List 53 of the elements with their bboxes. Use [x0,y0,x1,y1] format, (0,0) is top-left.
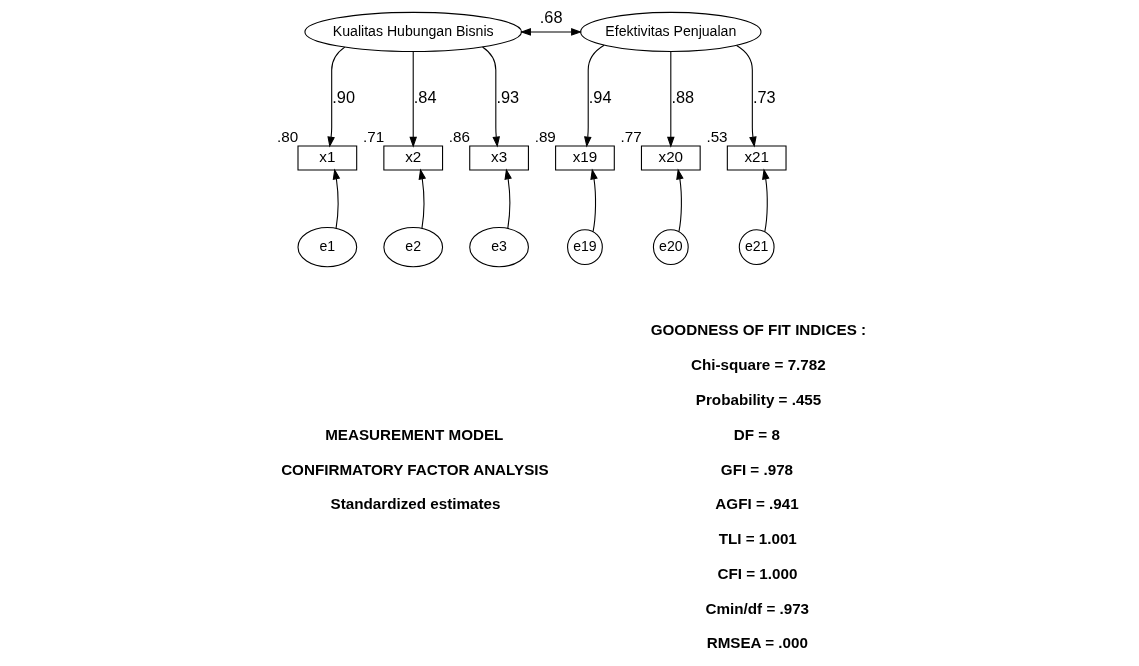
arrow [675,168,684,233]
label: GOODNESS OF FIT INDICES : [650,321,866,339]
arrow [503,168,512,229]
arrow [519,28,582,36]
node-circle: e20 [652,229,689,266]
label: CFI = 1.000 [717,564,797,582]
arrow [418,168,426,229]
edge-label: .88 [670,87,694,106]
node-box: x21 [726,145,787,171]
edge-label: .90 [331,87,355,106]
arrow [583,44,605,148]
node-box: x2 [382,145,443,171]
node-ellipse: e1 [296,227,357,268]
arrow [735,44,757,148]
node-label: .86 [448,127,470,145]
label: Probability = .455 [695,390,821,408]
node-label: .53 [705,127,728,145]
node-circle: e19 [566,229,603,266]
node-box: x3 [468,145,529,171]
node-ellipse: Kualitas Hubungan Bisnis [303,11,522,53]
edge-label: .84 [413,87,436,106]
node-box: x1 [296,145,357,171]
label: Chi-square = 7.782 [690,356,826,374]
label: MEASUREMENT MODEL [324,425,503,443]
node-ellipse: e2 [382,227,443,268]
label: GFI = .978 [720,460,793,478]
node-ellipse: e3 [468,227,529,268]
label: Cmin/df = .973 [705,599,809,617]
edge-label: .73 [752,87,776,106]
edge-label: .68 [539,8,562,27]
label: Standardized estimates [330,495,500,513]
label: AGFI = .941 [714,495,799,513]
node-label: .89 [534,127,556,145]
node-box: x20 [640,145,701,171]
arrow [761,168,770,233]
arrow [666,51,675,148]
edge-label: .94 [588,87,611,106]
node-label: .80 [276,127,298,145]
arrow [408,51,417,148]
label: RMSEA = .000 [706,634,808,652]
arrow [332,168,340,229]
label: DF = 8 [733,425,780,443]
node-circle: e21 [738,229,775,266]
node-label: .71 [362,127,384,145]
arrow [326,46,345,148]
node-box: x19 [554,145,615,171]
arrow [481,46,500,148]
arrow [589,168,598,233]
label: TLI = 1.001 [718,530,797,548]
edge-label: .93 [495,87,519,106]
node-label: .77 [620,127,642,145]
node-ellipse: Efektivitas Penjualan [579,11,762,53]
label: CONFIRMATORY FACTOR ANALYSIS [280,460,549,478]
